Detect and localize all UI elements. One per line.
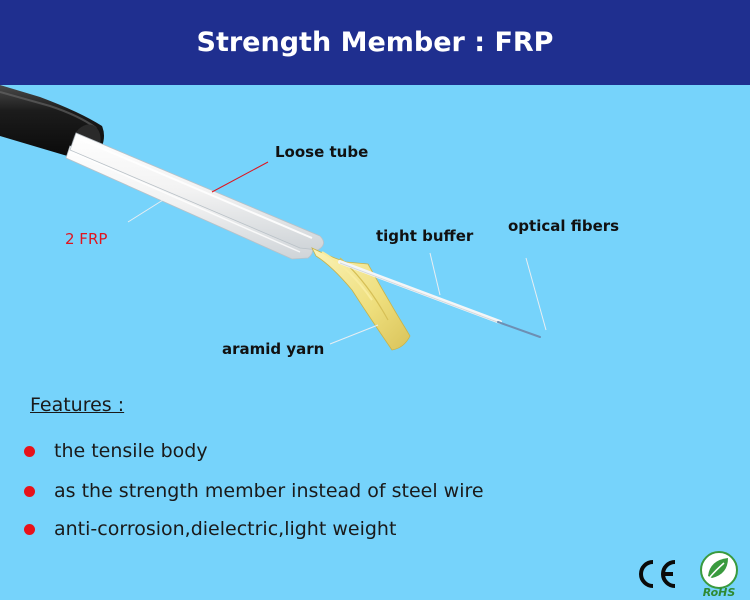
features-heading: Features : <box>30 394 125 416</box>
label-loose-tube: Loose tube <box>275 143 369 161</box>
page-title: Strength Member : FRP <box>196 27 554 58</box>
rohs-badge-icon: RoHS <box>700 551 738 598</box>
rohs-text: RoHS <box>703 586 736 598</box>
leader-lines <box>127 161 547 345</box>
feature-item: as the strength member instead of steel … <box>24 480 484 502</box>
tight-buffer <box>338 260 502 324</box>
leader-optical-fibers <box>525 257 547 331</box>
cable-illustration <box>0 85 547 351</box>
bullet-dot <box>24 485 35 497</box>
bullet-dot <box>24 445 35 457</box>
leader-frp <box>127 199 164 223</box>
feature-text: anti-corrosion,dielectric,light weight <box>54 518 397 540</box>
feature-text: as the strength member instead of steel … <box>54 480 484 502</box>
frp-rods <box>65 132 324 260</box>
feature-item: anti-corrosion,dielectric,light weight <box>24 518 396 540</box>
optical-fiber <box>497 321 541 338</box>
cable-diagram: Loose tube 2 FRP tight buffer optical fi… <box>0 85 750 375</box>
label-frp: 2 FRP <box>65 230 108 248</box>
leader-aramid-yarn <box>329 324 379 345</box>
label-optical-fibers: optical fibers <box>508 217 620 235</box>
header-banner: Strength Member : FRP <box>0 0 750 85</box>
label-aramid-yarn: aramid yarn <box>222 340 325 358</box>
label-tight-buffer: tight buffer <box>376 227 474 245</box>
leader-loose-tube <box>211 161 269 193</box>
feature-text: the tensile body <box>54 440 208 462</box>
aramid-yarn <box>311 247 411 351</box>
ce-mark-icon <box>639 560 676 588</box>
feature-item: the tensile body <box>24 440 208 462</box>
leader-tight-buffer <box>429 252 441 296</box>
bullet-dot <box>24 523 35 535</box>
